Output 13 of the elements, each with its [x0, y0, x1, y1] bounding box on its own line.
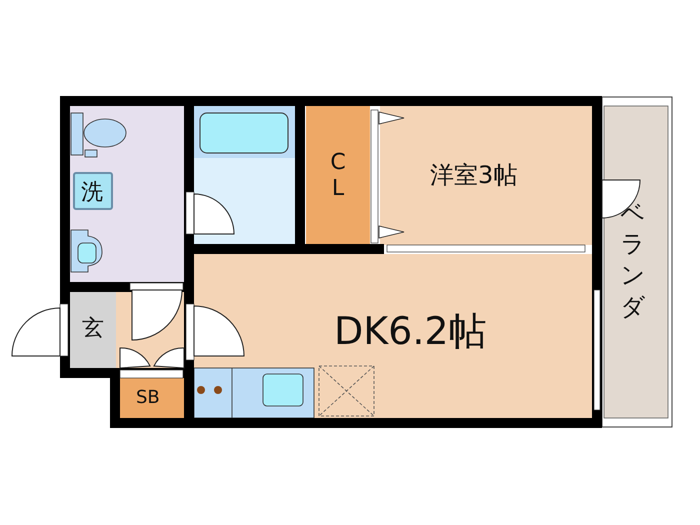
room-label: 玄: [82, 318, 104, 340]
room-area: [120, 378, 184, 418]
room-area: [306, 106, 370, 245]
room-area: [70, 292, 116, 368]
room-label: C L: [329, 150, 347, 203]
room-area: [380, 106, 593, 245]
room-label: DK6.2帖: [334, 312, 487, 350]
washer-box: [73, 172, 113, 210]
room-label: 洗: [81, 182, 103, 204]
room-area: [604, 106, 668, 418]
room-label: ベランダ: [620, 198, 646, 323]
room-label: 洋室3帖: [430, 163, 518, 187]
room-label: SB: [136, 389, 160, 407]
